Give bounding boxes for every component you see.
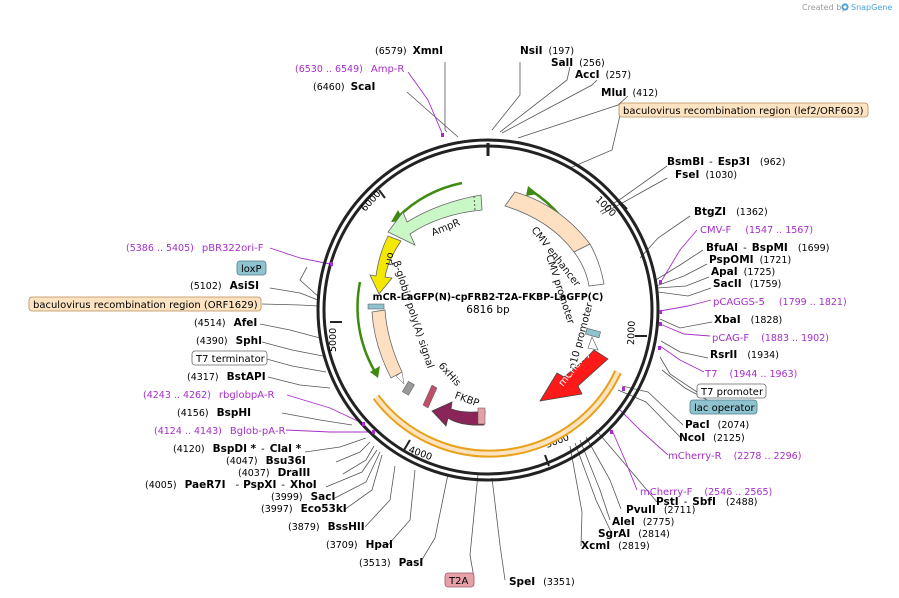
primer-label-rbglobpa-r[interactable]: (4243 .. 4262)rbglobpA-R xyxy=(143,390,274,401)
enzyme-label-bspdi[interactable]: (4120)BspDI *-ClaI * xyxy=(173,443,302,455)
primer-label-bglob-pa-r[interactable]: (4124 .. 4143)Bglob-pA-R xyxy=(154,426,285,437)
enzyme-label-btgzi[interactable]: BtgZI(1362) xyxy=(694,206,768,218)
lox-segment xyxy=(367,303,385,310)
enzyme-label-hpai[interactable]: (3709)HpaI xyxy=(326,539,393,551)
lac-operator-label: lac operator xyxy=(694,403,755,414)
enzyme-label-xbai[interactable]: XbaI(1828) xyxy=(714,314,782,326)
plasmid-size: 6816 bp xyxy=(466,304,510,316)
primer-label-t7[interactable]: T7(1944 .. 1963) xyxy=(704,369,797,380)
primer-label-pcag-f[interactable]: pCAG-F(1883 .. 1902) xyxy=(712,333,829,344)
loxp-label: loxP xyxy=(241,264,262,275)
ori-feature[interactable] xyxy=(369,235,402,295)
enzyme-label-ncoi[interactable]: NcoI(2125) xyxy=(679,432,745,444)
enzyme-label-sphi[interactable]: (4390)SphI xyxy=(196,335,262,347)
t2a-label: T2A xyxy=(448,576,468,587)
green-arrowheads xyxy=(370,186,538,378)
enzyme-label-bfuai[interactable]: BfuAI-BspMI(1699) xyxy=(706,242,829,254)
box-t7-terminator[interactable]: T7 terminator xyxy=(191,350,268,366)
tick-2000: 2000 xyxy=(626,321,638,346)
enzyme-label-paci[interactable]: PacI(2074) xyxy=(685,419,749,431)
plasmid-name: mCR-LaGFP(N)-cpFRB2-T2A-FKBP-LaGFP(C) xyxy=(373,292,604,303)
cmv-promoter-feature[interactable] xyxy=(573,243,605,287)
enzyme-label-nsii[interactable]: NsiI(197) xyxy=(520,45,574,57)
primer-site-marks xyxy=(330,133,662,434)
enzyme-label-sali[interactable]: SalI(256) xyxy=(551,57,605,69)
his6-feature[interactable] xyxy=(422,384,438,409)
fkbp-feature[interactable] xyxy=(431,401,486,427)
enzyme-label-psti[interactable]: PstI-SbfI(2488) xyxy=(656,496,757,508)
ori-label: ori xyxy=(383,251,396,266)
enzyme-label-sacii[interactable]: SacII(1759) xyxy=(713,278,781,290)
primer-label-mcherry-f[interactable]: mCherry-F(2546 .. 2565) xyxy=(640,487,772,498)
lagfp-arc-inner xyxy=(374,371,620,456)
bac-top-label: baculovirus recombination region (lef2/O… xyxy=(623,106,864,117)
primer-label-cmv-f[interactable]: CMV-F(1547 .. 1567) xyxy=(700,225,813,236)
enzyme-label-pvuii[interactable]: PvuII(2711) xyxy=(626,504,695,516)
primer-leader-lines xyxy=(269,71,712,491)
box-bac-left[interactable]: baculovirus recombination region (ORF162… xyxy=(28,296,262,312)
enzyme-label-draiii[interactable]: (4037)DraIII xyxy=(238,467,310,479)
lac-arrow xyxy=(395,371,405,385)
enzyme-label-afei[interactable]: (4514)AfeI xyxy=(194,317,257,329)
enzyme-label-alei[interactable]: AleI(2775) xyxy=(612,516,674,528)
enzyme-label-pasi[interactable]: (3513)PasI xyxy=(359,557,423,569)
enzyme-label-xcmi[interactable]: XcmI(2819) xyxy=(581,540,650,552)
terminator-segment xyxy=(402,380,415,396)
primer-label-pbr322ori-f[interactable]: (5386 .. 5405)pBR322ori-F xyxy=(126,243,264,254)
mcherry-feature[interactable] xyxy=(539,349,609,402)
enzyme-label-paer7i[interactable]: (4005)PaeR7I-PspXI-XhoI xyxy=(145,479,317,491)
primer-label-amp-r[interactable]: (6530 .. 6549)Amp-R xyxy=(295,64,404,75)
enzyme-label-sgrai[interactable]: SgrAI(2814) xyxy=(598,528,670,540)
enzyme-label-mlui[interactable]: MluI(412) xyxy=(601,87,658,99)
bglobin-polya-feature[interactable] xyxy=(371,309,403,379)
enzyme-label-bsu36i[interactable]: (4047)Bsu36I xyxy=(226,455,306,467)
ampr-feature[interactable] xyxy=(387,194,483,246)
enzyme-label-bstapi[interactable]: (4317)BstAPI xyxy=(187,371,266,383)
enzyme-label-acci[interactable]: AccI(257) xyxy=(575,69,631,81)
box-t7-promoter[interactable]: T7 promoter xyxy=(696,383,767,399)
enzyme-label-fsei[interactable]: FseI(1030) xyxy=(675,169,737,181)
t7-terminator-label: T7 terminator xyxy=(195,354,266,365)
box-loxp[interactable]: loxP xyxy=(236,260,267,276)
enzyme-label-saci[interactable]: (3999)SacI xyxy=(271,491,335,503)
snapgene-brand: SnapGene xyxy=(851,3,892,12)
enzyme-label-bsphi[interactable]: (4156)BspHI xyxy=(177,407,251,419)
enzyme-label-bsmbi[interactable]: BsmBI-Esp3I(962) xyxy=(667,156,785,168)
snapgene-logo-icon xyxy=(841,3,849,11)
p10-arrow xyxy=(587,336,599,351)
his6-label: 6xHis xyxy=(436,361,463,389)
enzyme-label-apai[interactable]: ApaI(1725) xyxy=(711,266,775,278)
primer-label-pcaggs-5[interactable]: pCAGGS-5(1799 .. 1821) xyxy=(713,297,847,308)
enzyme-label-asisi[interactable]: (5102)AsiSI xyxy=(190,280,259,292)
fkbp-label: FKBP xyxy=(453,390,480,409)
enzyme-label-scai[interactable]: (6460)ScaI xyxy=(313,81,375,93)
bp-ticks xyxy=(330,189,647,467)
enzyme-label-spei[interactable]: SpeI(3351) xyxy=(509,576,575,588)
enzyme-label-pspomi[interactable]: PspOMI(1721) xyxy=(709,254,791,266)
bglobin-polya-label: β-globin poly(A) signal xyxy=(390,260,435,370)
box-t2a[interactable]: T2A xyxy=(444,572,475,588)
enzyme-label-rsrii[interactable]: RsrII(1934) xyxy=(710,349,779,361)
primer-label-mcherry-r[interactable]: mCherry-R(2278 .. 2296) xyxy=(668,451,801,462)
bac-left-label: baculovirus recombination region (ORF162… xyxy=(33,300,258,311)
created-by-text: Created by xyxy=(802,3,846,12)
tick-5000: 5000 xyxy=(328,328,339,352)
t7-promoter-label: T7 promoter xyxy=(700,387,764,398)
fkbp-tag xyxy=(477,407,486,425)
box-lac-operator[interactable]: lac operator xyxy=(689,399,758,415)
enzyme-label-bsshii[interactable]: (3879)BssHII xyxy=(288,521,365,533)
p10-segment xyxy=(585,327,601,339)
enzyme-label-eco53ki[interactable]: (3997)Eco53kI xyxy=(261,503,347,515)
box-bac-top[interactable]: baculovirus recombination region (lef2/O… xyxy=(618,102,869,118)
enzyme-label-xmni[interactable]: (6579)XmnI xyxy=(375,45,443,57)
